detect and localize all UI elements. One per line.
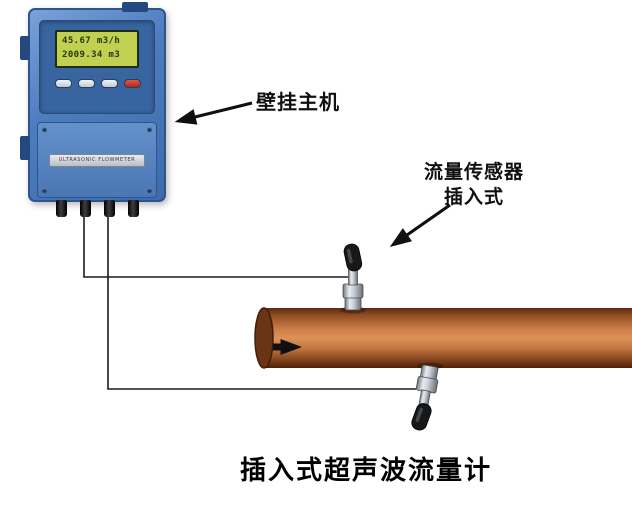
diagram-title: 插入式超声波流量计: [239, 456, 492, 486]
sensor-label-line1: 流量传感器: [423, 161, 524, 183]
door-screw: [42, 188, 47, 193]
mount-tab-top: [122, 2, 148, 12]
keypad: [55, 79, 141, 88]
lcd-line1: 45.67 m3/h: [62, 36, 121, 46]
mount-tab-left-upper: [20, 36, 30, 60]
cable-gland: [56, 200, 67, 217]
signal-cable-bottom-sensor: [107, 204, 416, 390]
sensor-cap-bottom: [411, 403, 432, 431]
signal-cable-top-sensor: [83, 204, 352, 278]
sensor-cap-top: [343, 243, 363, 272]
cable-gland: [80, 200, 91, 217]
sensor-label-line2: 插入式: [443, 186, 504, 209]
insertion-sensor-top: [342, 243, 364, 311]
enclosure-door: ULTRASONIC FLOWMETER: [37, 122, 157, 198]
lcd-display: 45.67 m3/h 2009.34 m3: [55, 30, 139, 68]
door-screw: [147, 127, 152, 132]
lcd-line2: 2009.34 m3: [62, 49, 121, 60]
host-label-arrow: [174, 101, 253, 125]
host-label: 壁挂主机: [256, 90, 340, 114]
mount-tab-left-lower: [20, 136, 30, 160]
cable-gland: [128, 200, 139, 217]
transmitter-faceplate: 45.67 m3/h 2009.34 m3: [39, 20, 155, 114]
insertion-sensor-bottom: [411, 364, 439, 431]
door-screw: [147, 188, 152, 193]
cable-gland: [104, 200, 115, 217]
keypad-button: [55, 79, 72, 88]
keypad-button-red: [124, 79, 141, 88]
sensor-label: 流量传感器 插入式: [398, 160, 550, 210]
keypad-button: [101, 79, 118, 88]
door-screw: [42, 127, 47, 132]
pipe: [264, 308, 632, 368]
nameplate: ULTRASONIC FLOWMETER: [49, 154, 145, 167]
wall-mount-transmitter: 45.67 m3/h 2009.34 m3 ULTRASONIC FLOWMET…: [20, 2, 166, 217]
sensor-label-arrow: [389, 203, 451, 248]
pipe-end-cap: [254, 307, 274, 369]
keypad-button: [78, 79, 95, 88]
